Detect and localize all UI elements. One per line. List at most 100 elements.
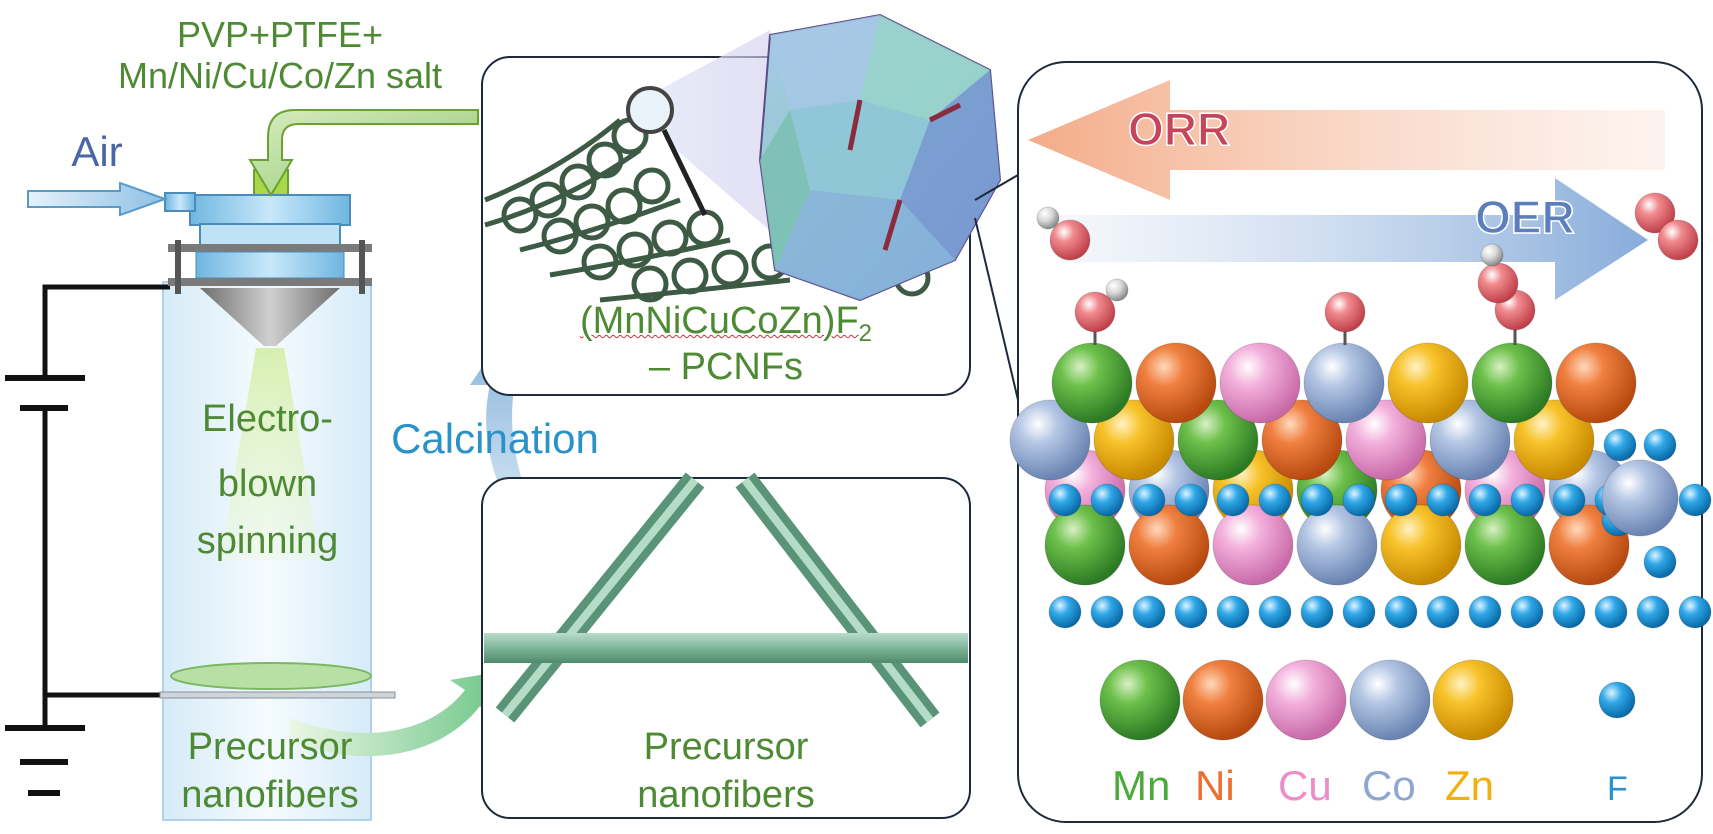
fluorine-atom	[1636, 595, 1670, 629]
fluorine-atom	[1342, 595, 1376, 629]
legend-f-label: F	[1607, 770, 1628, 808]
callout-line-bottom	[974, 217, 1019, 401]
magnifier-handle	[661, 128, 708, 217]
legend-cu-sphere	[1265, 659, 1347, 741]
legend-co-label: Co	[1362, 762, 1416, 809]
fluorine-atom	[1300, 483, 1334, 517]
atomic-lattice	[1009, 342, 1712, 629]
oxygen-atom	[1634, 192, 1676, 234]
legend-cu-label: Cu	[1278, 762, 1332, 809]
precursor-panel	[481, 472, 971, 819]
spinneret-flange-mid	[195, 251, 345, 279]
calcination-label: Calcination	[391, 415, 599, 462]
feed-label-line2: Mn/Ni/Cu/Co/Zn salt	[117, 55, 443, 96]
fluorine-atom	[1678, 595, 1712, 629]
spinneret-top	[189, 194, 351, 226]
metal-atom	[1051, 342, 1133, 424]
fluorine-atom	[1048, 595, 1082, 629]
feed-label-line1: PVP+PTFE+	[176, 14, 384, 55]
fluorine-atom	[1468, 595, 1502, 629]
fluorine-atom	[1643, 545, 1677, 579]
legend-ni-label: Ni	[1195, 762, 1235, 809]
fluorine-atom	[1132, 595, 1166, 629]
metal-atom	[1471, 342, 1553, 424]
fluorine-atom	[1342, 483, 1376, 517]
spinneret-flange-bottom	[168, 278, 372, 286]
fluorine-atom	[1552, 483, 1586, 517]
fluorine-atom	[1300, 595, 1334, 629]
orr-label: ORR	[1127, 102, 1231, 156]
fluorine-atom	[1552, 595, 1586, 629]
metal-atom	[1601, 459, 1679, 537]
oer-arrow	[1060, 178, 1648, 300]
metal-atom	[1380, 504, 1462, 586]
callout-line-top	[974, 174, 1019, 201]
spray-jet	[220, 348, 320, 560]
fluorine-atom	[1678, 483, 1712, 517]
fluorine-atom	[1643, 428, 1677, 462]
fluorine-atom	[1384, 483, 1418, 517]
bolt-left	[175, 240, 181, 294]
fluorine-atom	[1384, 595, 1418, 629]
legend-f-sphere	[1598, 681, 1636, 719]
product-label-line1: Precursor	[187, 726, 353, 768]
fluorine-atom	[1174, 483, 1208, 517]
fiber-diagonal-2-hl	[741, 477, 934, 723]
calcination-arrow	[470, 340, 566, 575]
adsorbates	[1036, 192, 1699, 345]
legend-ni-sphere	[1182, 659, 1264, 741]
metal-atom	[1135, 342, 1217, 424]
spinneret-flange-top	[168, 244, 372, 252]
fluorine-atom	[1258, 595, 1292, 629]
metal-atom	[1219, 342, 1301, 424]
legend-mn-sphere	[1099, 659, 1181, 741]
process-label-line1: Electro-	[202, 398, 333, 440]
metal-atom	[1345, 399, 1427, 481]
metal-atom	[1303, 342, 1385, 424]
bolt-right	[359, 240, 365, 294]
fluoride-crystal	[758, 13, 1002, 302]
fluorine-atom	[1594, 595, 1628, 629]
formula-line2: – PCNFs	[648, 346, 804, 388]
product-label-line2: nanofibers	[181, 774, 359, 816]
air-label: Air	[71, 128, 123, 175]
process-label-line2: blown	[217, 463, 318, 505]
hydrogen-atom	[1105, 278, 1129, 302]
fluorine-atom	[1468, 483, 1502, 517]
spinneret-nozzle	[200, 288, 340, 346]
metal-atom	[1387, 342, 1469, 424]
air-port	[164, 192, 196, 212]
metal-atom	[1513, 399, 1595, 481]
metal-atom	[1429, 399, 1511, 481]
transfer-arrow	[290, 670, 510, 757]
oxygen-atom	[1477, 262, 1519, 304]
spinning-setup	[5, 109, 479, 821]
fluorine-atom	[1603, 428, 1637, 462]
fluorine-atom	[1426, 483, 1460, 517]
collector-plate	[159, 691, 396, 699]
hydrogen-atom	[1480, 243, 1504, 267]
feed-arrow	[248, 109, 479, 197]
metal-atom	[1464, 504, 1546, 586]
collected-fiber-mat	[170, 662, 372, 690]
oer-label: OER	[1474, 190, 1575, 244]
circuit-wire-top	[42, 284, 170, 378]
metal-atom	[1296, 504, 1378, 586]
orr-arrow	[1028, 80, 1665, 200]
fluorine-atom	[1510, 483, 1544, 517]
product-panel	[481, 13, 1002, 396]
fluorine-atom	[1216, 483, 1250, 517]
fluorine-atom	[1048, 483, 1082, 517]
oxygen-atom	[1074, 291, 1116, 333]
fiber-diagonal-1-hl	[501, 477, 699, 718]
metal-atom	[1212, 504, 1294, 586]
metal-atom	[1177, 399, 1259, 481]
fluorine-atom	[1132, 483, 1166, 517]
fluorine-atom	[1258, 483, 1292, 517]
legend-zn-label: Zn	[1445, 762, 1495, 809]
metal-atom	[1555, 342, 1637, 424]
metal-atom	[1044, 504, 1126, 586]
fluorine-atom	[1174, 595, 1208, 629]
legend-mn-label: Mn	[1112, 762, 1171, 809]
metal-atom	[1128, 504, 1210, 586]
